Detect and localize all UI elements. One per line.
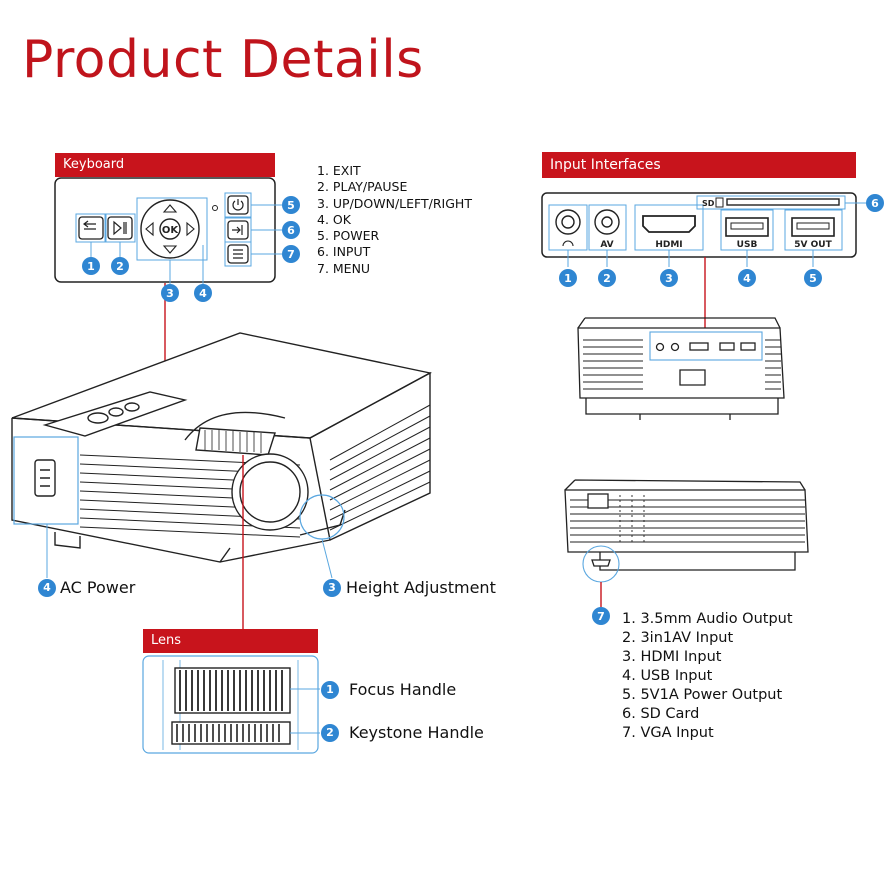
input-badge-5: 5 xyxy=(804,269,822,287)
5v-out-port-label: 5V OUT xyxy=(794,240,832,250)
input-legend-item: 7. VGA Input xyxy=(622,725,714,741)
av-port-label: AV xyxy=(600,240,613,250)
page-title: Product Details xyxy=(22,30,424,90)
focus-handle-label: Focus Handle xyxy=(349,680,457,699)
projector-side-view xyxy=(564,479,809,583)
keyboard-badge-6: 6 xyxy=(282,221,300,239)
input-interfaces-panel: AV HDMI USB 5V OUT SD xyxy=(541,192,866,267)
keyboard-header: Keyboard xyxy=(55,153,275,177)
height-adjustment-badge: 3 xyxy=(323,578,341,597)
keyboard-badge-1: 1 xyxy=(82,257,100,275)
keyboard-legend-item: 4. OK xyxy=(317,211,351,227)
sd-slot-label: SD xyxy=(702,199,715,208)
keyboard-badge-7: 7 xyxy=(282,245,300,263)
keyboard-badge-4: 4 xyxy=(194,284,212,302)
keyboard-badge-2: 2 xyxy=(111,257,129,275)
focus-handle-callout: 1 Focus Handle xyxy=(321,680,456,699)
keyboard-legend-item: 3. UP/DOWN/LEFT/RIGHT xyxy=(317,195,472,211)
keyboard-panel: OK xyxy=(54,177,282,284)
keyboard-legend-item: 7. MENU xyxy=(317,260,371,276)
input-interfaces-header: Input Interfaces xyxy=(542,152,856,178)
input-legend-item: 6. SD Card xyxy=(622,706,700,722)
input-interfaces-legend: 1. 3.5mm Audio Output 2. 3in1AV Input 3.… xyxy=(622,610,793,743)
ok-button-label: OK xyxy=(162,225,180,236)
keystone-handle-label: Keystone Handle xyxy=(349,723,484,742)
ac-power-label: AC Power xyxy=(60,578,136,597)
input-legend-item: 4. USB Input xyxy=(622,668,713,684)
input-badge-3: 3 xyxy=(660,269,678,287)
input-badge-4: 4 xyxy=(738,269,756,287)
keystone-handle-badge: 2 xyxy=(321,723,339,742)
keyboard-legend-item: 1. EXIT xyxy=(317,163,361,178)
ac-power-badge: 4 xyxy=(38,578,56,597)
input-legend-item: 5. 5V1A Power Output xyxy=(622,687,783,703)
keyboard-badge-5: 5 xyxy=(282,196,300,214)
height-adjustment-callout: 3 Height Adjustment xyxy=(323,578,496,597)
input-legend-item: 3. HDMI Input xyxy=(622,649,722,665)
projector-main-body xyxy=(11,332,433,563)
input-legend-item: 2. 3in1AV Input xyxy=(622,630,734,646)
projector-rear-view xyxy=(577,317,785,420)
input-badge-2: 2 xyxy=(598,269,616,287)
height-adjustment-label: Height Adjustment xyxy=(346,578,496,597)
lens-detail xyxy=(142,655,320,754)
usb-port-label: USB xyxy=(737,240,758,250)
lens-header: Lens xyxy=(143,629,318,653)
keyboard-badge-3: 3 xyxy=(161,284,179,302)
keyboard-legend: 1. EXIT 2. PLAY/PAUSE 3. UP/DOWN/LEFT/RI… xyxy=(317,163,472,277)
keystone-handle-callout: 2 Keystone Handle xyxy=(321,723,484,742)
input-badge-1: 1 xyxy=(559,269,577,287)
input-badge-7: 7 xyxy=(592,607,610,625)
keyboard-legend-item: 6. INPUT xyxy=(317,244,371,260)
ac-power-callout: 4 AC Power xyxy=(38,578,135,597)
keyboard-legend-item: 2. PLAY/PAUSE xyxy=(317,179,408,195)
keyboard-legend-item: 5. POWER xyxy=(317,228,380,244)
hdmi-port-label: HDMI xyxy=(655,240,682,250)
input-badge-6: 6 xyxy=(866,194,884,212)
focus-handle-badge: 1 xyxy=(321,680,339,699)
input-legend-item: 1. 3.5mm Audio Output xyxy=(622,611,793,627)
